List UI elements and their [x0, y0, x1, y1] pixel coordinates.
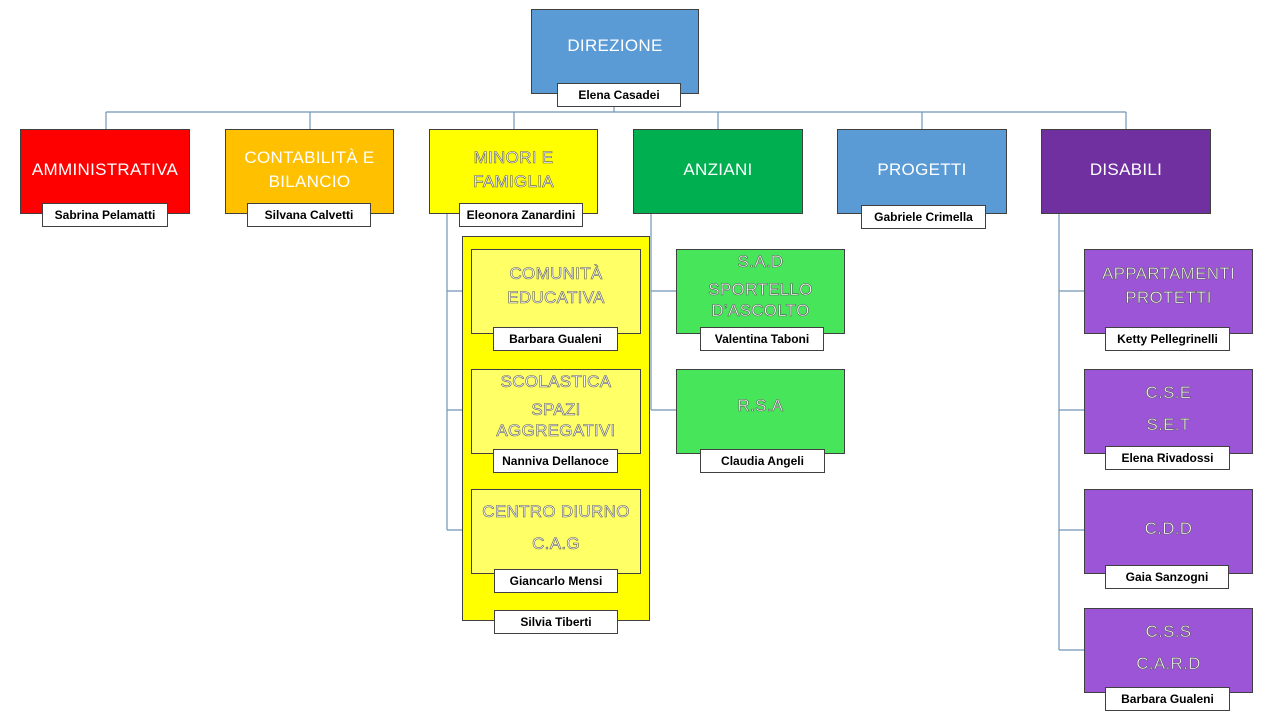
- box-label: C.S.S: [1145, 622, 1192, 642]
- dept-minori-box: MINORI E FAMIGLIA: [429, 129, 598, 214]
- box-label: C.A.G: [532, 533, 580, 553]
- box-label: PROGETTI: [877, 159, 967, 179]
- person-label: Giancarlo Mensi: [494, 569, 618, 593]
- dept-contabilita-box: CONTABILITÀ E BILANCIO: [225, 129, 394, 214]
- box-label: AMMINISTRATIVA: [31, 159, 179, 179]
- dept-progetti-box: PROGETTI: [837, 129, 1007, 214]
- box-label: S.A.D: [737, 252, 784, 272]
- box-label: SPORTELLO: [708, 280, 813, 300]
- box-label: CENTRO DIURNO: [482, 502, 630, 522]
- person-label: Elena Casadei: [557, 83, 681, 107]
- box-label: R.S.A: [737, 395, 784, 415]
- box-label: DISABILI: [1089, 159, 1163, 179]
- box-label: MINORI E: [473, 148, 554, 168]
- person-label: Silvana Calvetti: [247, 203, 371, 227]
- person-label: Gaia Sanzogni: [1105, 565, 1229, 589]
- person-label: Barbara Gualeni: [493, 327, 618, 351]
- unit-cdd-box: C.D.D: [1084, 489, 1253, 574]
- person-label: Ketty Pellegrinelli: [1105, 327, 1230, 351]
- direzione-box: DIREZIONE: [531, 9, 699, 94]
- box-label: C.D.D: [1144, 518, 1193, 538]
- box-label: D’ASCOLTO: [711, 300, 810, 320]
- box-label: C.A.R.D: [1136, 653, 1201, 673]
- person-label: Silvia Tiberti: [494, 610, 618, 634]
- box-label: EDUCATIVA: [507, 287, 605, 307]
- person-label: Sabrina Pelamatti: [42, 203, 168, 227]
- box-label: ANZIANI: [683, 159, 753, 179]
- person-label: Gabriele Crimella: [861, 205, 986, 229]
- dept-disabili-box: DISABILI: [1041, 129, 1211, 214]
- box-label: COMUNITÀ: [509, 264, 603, 284]
- box-label: PROTETTI: [1125, 287, 1212, 307]
- person-label: Barbara Gualeni: [1105, 687, 1230, 711]
- unit-cse-set-box: C.S.E S.E.T: [1084, 369, 1253, 454]
- person-label: Valentina Taboni: [700, 327, 824, 351]
- person-label: Nanniva Dellanoce: [493, 449, 618, 473]
- unit-sad-box: S.A.D SPORTELLO D’ASCOLTO: [676, 249, 845, 334]
- person-label: Claudia Angeli: [700, 449, 825, 473]
- unit-centro-diurno-box: CENTRO DIURNO C.A.G: [471, 489, 641, 574]
- box-label: AGGREGATIVI: [496, 420, 616, 440]
- dept-anziani-box: ANZIANI: [633, 129, 803, 214]
- box-label: BILANCIO: [268, 171, 351, 191]
- box-label: S.E.T: [1146, 414, 1191, 434]
- box-label: C.S.E: [1145, 383, 1192, 403]
- unit-css-card-box: C.S.S C.A.R.D: [1084, 608, 1253, 693]
- box-label: SCOLASTICA: [500, 372, 612, 392]
- box-label: SPAZI: [531, 400, 581, 420]
- box-label: CONTABILITÀ E: [244, 148, 375, 168]
- dept-amministrativa-box: AMMINISTRATIVA: [20, 129, 190, 214]
- unit-comunita-educativa-box: COMUNITÀ EDUCATIVA: [471, 249, 641, 334]
- unit-appartamenti-protetti-box: APPARTAMENTI PROTETTI: [1084, 249, 1253, 334]
- box-label: FAMIGLIA: [473, 171, 554, 191]
- person-label: Eleonora Zanardini: [459, 203, 583, 227]
- unit-rsa-box: R.S.A: [676, 369, 845, 454]
- box-label: APPARTAMENTI: [1101, 264, 1235, 284]
- box-label: DIREZIONE: [567, 35, 663, 55]
- unit-scolastica-box: SCOLASTICA SPAZI AGGREGATIVI: [471, 369, 641, 454]
- person-label: Elena Rivadossi: [1105, 446, 1230, 470]
